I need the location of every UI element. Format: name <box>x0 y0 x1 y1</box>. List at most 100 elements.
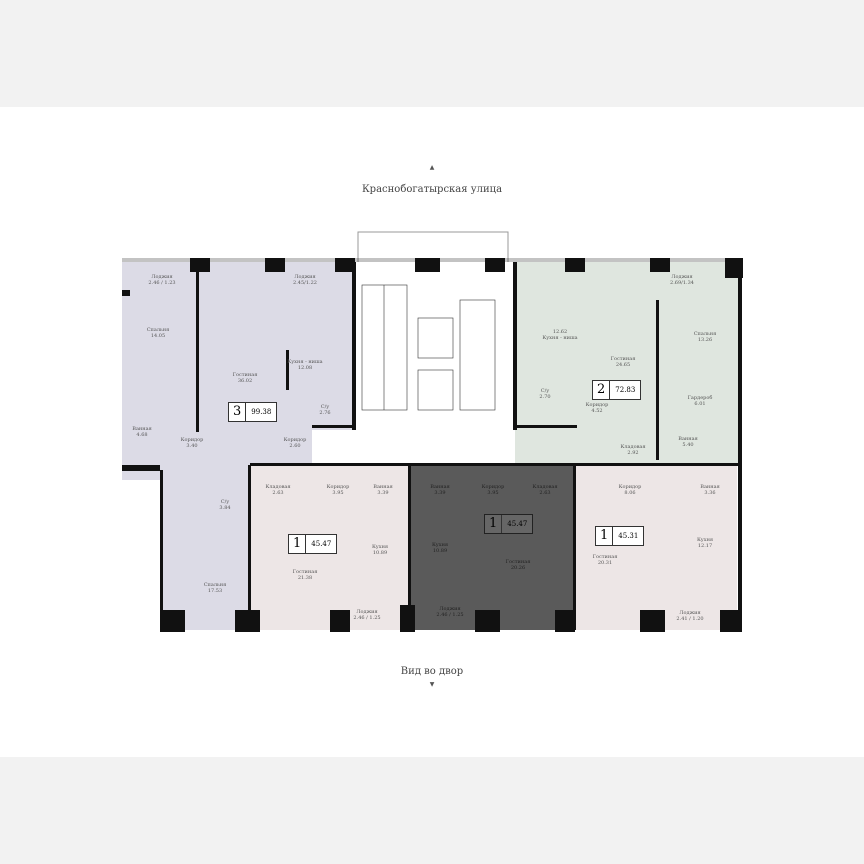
room-name: Кладовая <box>620 444 646 450</box>
room-area: 21.38 <box>297 575 313 581</box>
room-area: 5.40 <box>682 442 694 448</box>
room-name: Коридор <box>180 437 204 443</box>
room-count: 1 <box>289 535 307 553</box>
bottom-band <box>0 757 864 864</box>
apartment-1b-area[interactable] <box>410 465 575 630</box>
total-area: 72.83 <box>615 386 636 394</box>
room-name: Спальня <box>203 582 227 588</box>
room-name: Ванная <box>132 426 152 432</box>
room-area: 3.39 <box>377 490 389 496</box>
total-area: 45.31 <box>618 532 639 540</box>
room-name: Коридор <box>326 484 350 490</box>
room-name: Кладовая <box>265 484 291 490</box>
room-area: 6.01 <box>694 401 706 407</box>
room-area: 8.06 <box>624 490 636 496</box>
room-area: 13.26 <box>697 337 713 343</box>
apartment-2-area[interactable] <box>515 262 740 465</box>
room-name: Гостиная <box>505 559 531 565</box>
street-label-bottom: Вид во двор <box>400 666 464 677</box>
room-area: 12.17 <box>697 543 713 549</box>
room-name: Гостиная <box>292 569 318 575</box>
room-area: 3.95 <box>332 490 344 496</box>
top-band <box>0 0 864 107</box>
room-name: Лоджия <box>151 274 173 280</box>
room-name: Кухня <box>696 537 714 543</box>
apartment-1c-area[interactable] <box>575 465 737 630</box>
room-area: 36.02 <box>237 378 253 384</box>
room-name: С/у <box>220 499 230 505</box>
room-area: 2.46 / 1.25 <box>353 615 381 621</box>
room-name: Коридор <box>283 437 307 443</box>
room-name: Ванная <box>700 484 720 490</box>
room-name: Лоджия <box>679 610 701 616</box>
room-name: Лоджия <box>356 609 378 615</box>
apartment-3-area[interactable] <box>122 262 352 630</box>
room-name: Кухня <box>431 542 449 548</box>
room-area: 4.52 <box>591 408 603 414</box>
room-area: 14.05 <box>150 333 166 339</box>
room-area: 3.40 <box>186 443 198 449</box>
room-count: 1 <box>596 527 614 545</box>
room-name: Гардероб <box>687 395 713 401</box>
room-name: Ванная <box>430 484 450 490</box>
room-area: 3.95 <box>487 490 499 496</box>
room-area: 2.46 / 1.25 <box>436 612 464 618</box>
street-label-top: Краснобогатырская улица <box>361 184 503 195</box>
triangle-down-icon: ▼ <box>429 681 435 688</box>
room-area: Кухня - ниша <box>542 335 578 341</box>
total-area: 45.47 <box>311 540 332 548</box>
room-area: 17.53 <box>207 588 223 594</box>
room-name: Лоджия <box>294 274 316 280</box>
room-name: Гостиная <box>610 356 636 362</box>
room-name: Коридор <box>585 402 609 408</box>
room-area: 3.36 <box>704 490 716 496</box>
room-area: 2.69/1.34 <box>670 280 694 286</box>
room-name: Лоджия <box>671 274 693 280</box>
stairs <box>361 284 496 411</box>
room-area: 2.70 <box>539 394 551 400</box>
room-area: 2.60 <box>289 443 301 449</box>
room-count: 2 <box>593 381 611 399</box>
room-name: Спальня <box>146 327 170 333</box>
room-area: 2.92 <box>627 450 639 456</box>
room-area: 2.63 <box>539 490 551 496</box>
room-name: Кухня - ниша <box>287 359 323 365</box>
room-name: Лоджия <box>439 606 461 612</box>
room-name: 12.62 <box>552 329 568 335</box>
room-area: 2.41 / 1.20 <box>676 616 704 622</box>
room-area: 10.89 <box>372 550 388 556</box>
